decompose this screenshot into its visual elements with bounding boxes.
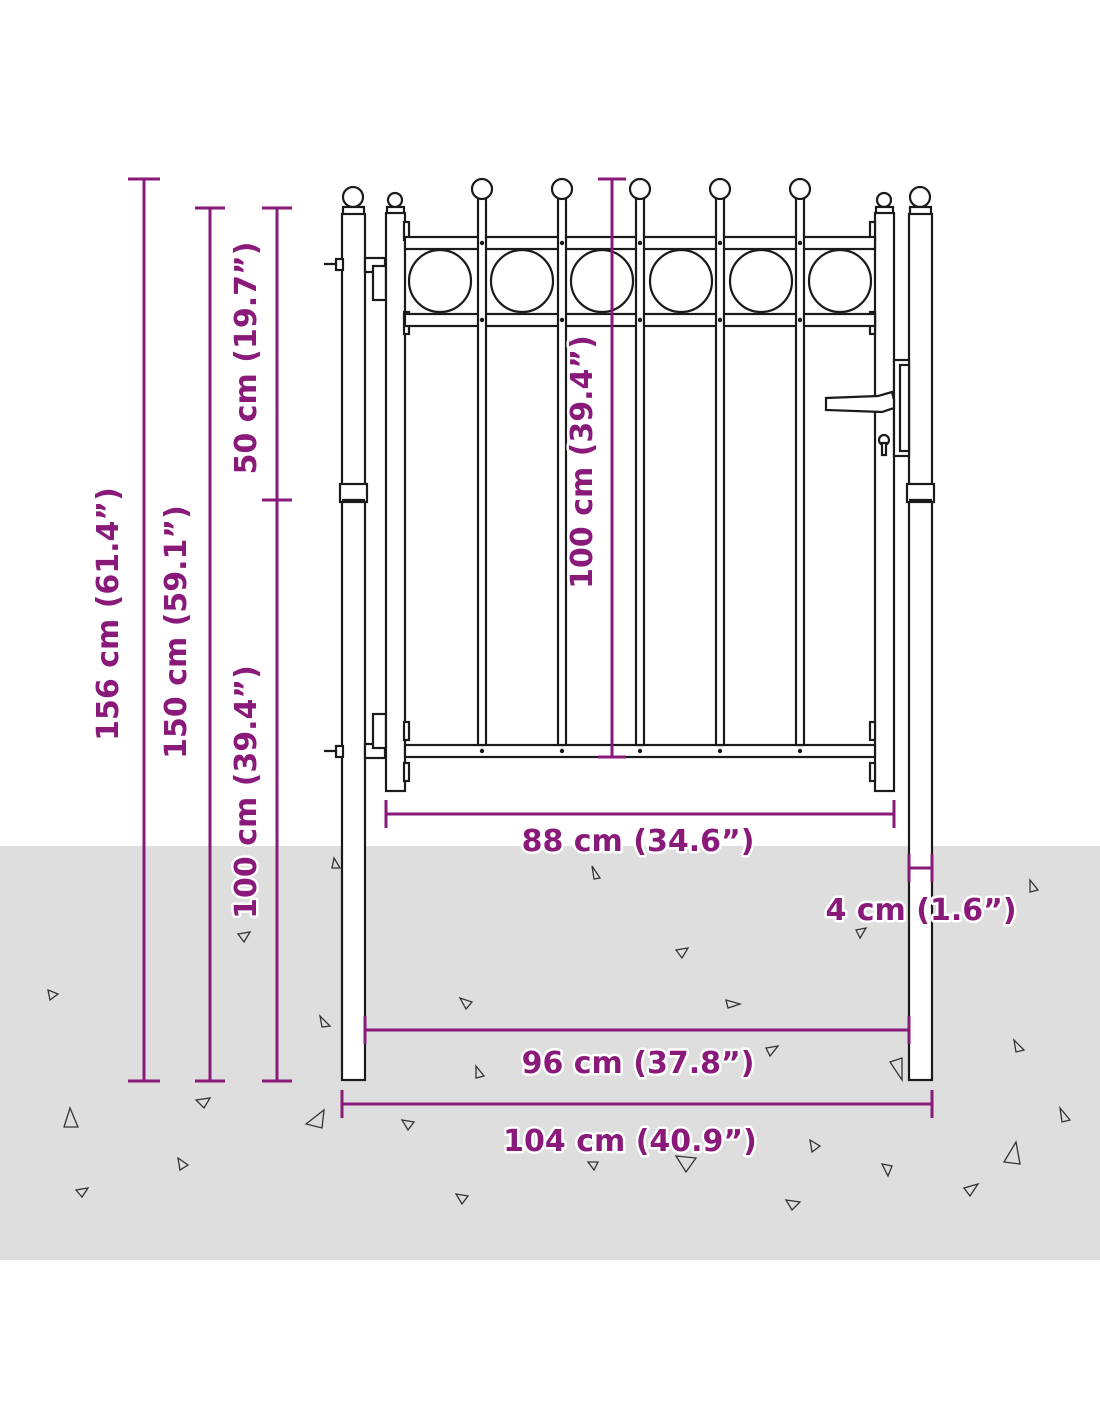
rivet xyxy=(479,317,485,323)
gate-bar xyxy=(794,194,806,747)
gate-bar xyxy=(476,194,488,747)
dimension-labels: 156 cm (61.4”) 150 cm (59.1”) 50 cm (19.… xyxy=(89,239,1020,1161)
rivet xyxy=(479,748,485,754)
bar-finial xyxy=(470,177,494,201)
label-post-height: 150 cm (59.1”) xyxy=(159,505,194,759)
label-inner-width: 96 cm (37.8”) xyxy=(522,1046,755,1081)
label-total-width: 104 cm (40.9”) xyxy=(503,1124,757,1159)
decorative-ring xyxy=(569,248,635,314)
decorative-ring xyxy=(807,248,873,314)
rail-rivets xyxy=(479,240,803,754)
decorative-ring xyxy=(407,248,473,314)
rivet xyxy=(479,240,485,246)
gate-bar xyxy=(634,194,646,747)
label-post-width: 4 cm (1.6”) xyxy=(825,893,1016,928)
rivet xyxy=(797,748,803,754)
rivet xyxy=(797,317,803,323)
dimension-lines xyxy=(128,177,934,1118)
bar-finial xyxy=(628,177,652,201)
gate-lock xyxy=(824,358,911,458)
label-total-height: 156 cm (61.4”) xyxy=(91,487,126,741)
hinge-bottom xyxy=(324,712,388,760)
decorative-ring xyxy=(648,248,714,314)
gate-left-stile xyxy=(384,191,411,793)
gate-structure xyxy=(324,177,936,1082)
rivet xyxy=(637,748,643,754)
ground-pebbles xyxy=(47,856,1072,1212)
rivet xyxy=(637,240,643,246)
decorative-ring xyxy=(489,248,555,314)
rivet xyxy=(637,317,643,323)
bar-finial xyxy=(788,177,812,201)
gate-bar xyxy=(714,194,726,747)
label-below-ground-section: 100 cm (39.4”) xyxy=(229,665,264,919)
left-post xyxy=(338,185,369,1082)
rivet xyxy=(717,317,723,323)
rivet xyxy=(559,240,565,246)
gate-bars xyxy=(470,177,812,747)
gate-right-stile xyxy=(868,191,896,793)
right-post xyxy=(905,185,936,1082)
decorative-ring xyxy=(728,248,794,314)
rivet xyxy=(717,748,723,754)
label-gate-width: 88 cm (34.6”) xyxy=(522,824,755,859)
label-above-ground: 50 cm (19.7”) xyxy=(229,242,264,475)
rivet xyxy=(717,240,723,246)
label-gate-height: 100 cm (39.4”) xyxy=(565,335,600,589)
rivet xyxy=(559,748,565,754)
rivet xyxy=(797,240,803,246)
rivet xyxy=(559,317,565,323)
decorative-rings xyxy=(407,248,873,314)
bar-finial xyxy=(550,177,574,201)
bar-finial xyxy=(708,177,732,201)
